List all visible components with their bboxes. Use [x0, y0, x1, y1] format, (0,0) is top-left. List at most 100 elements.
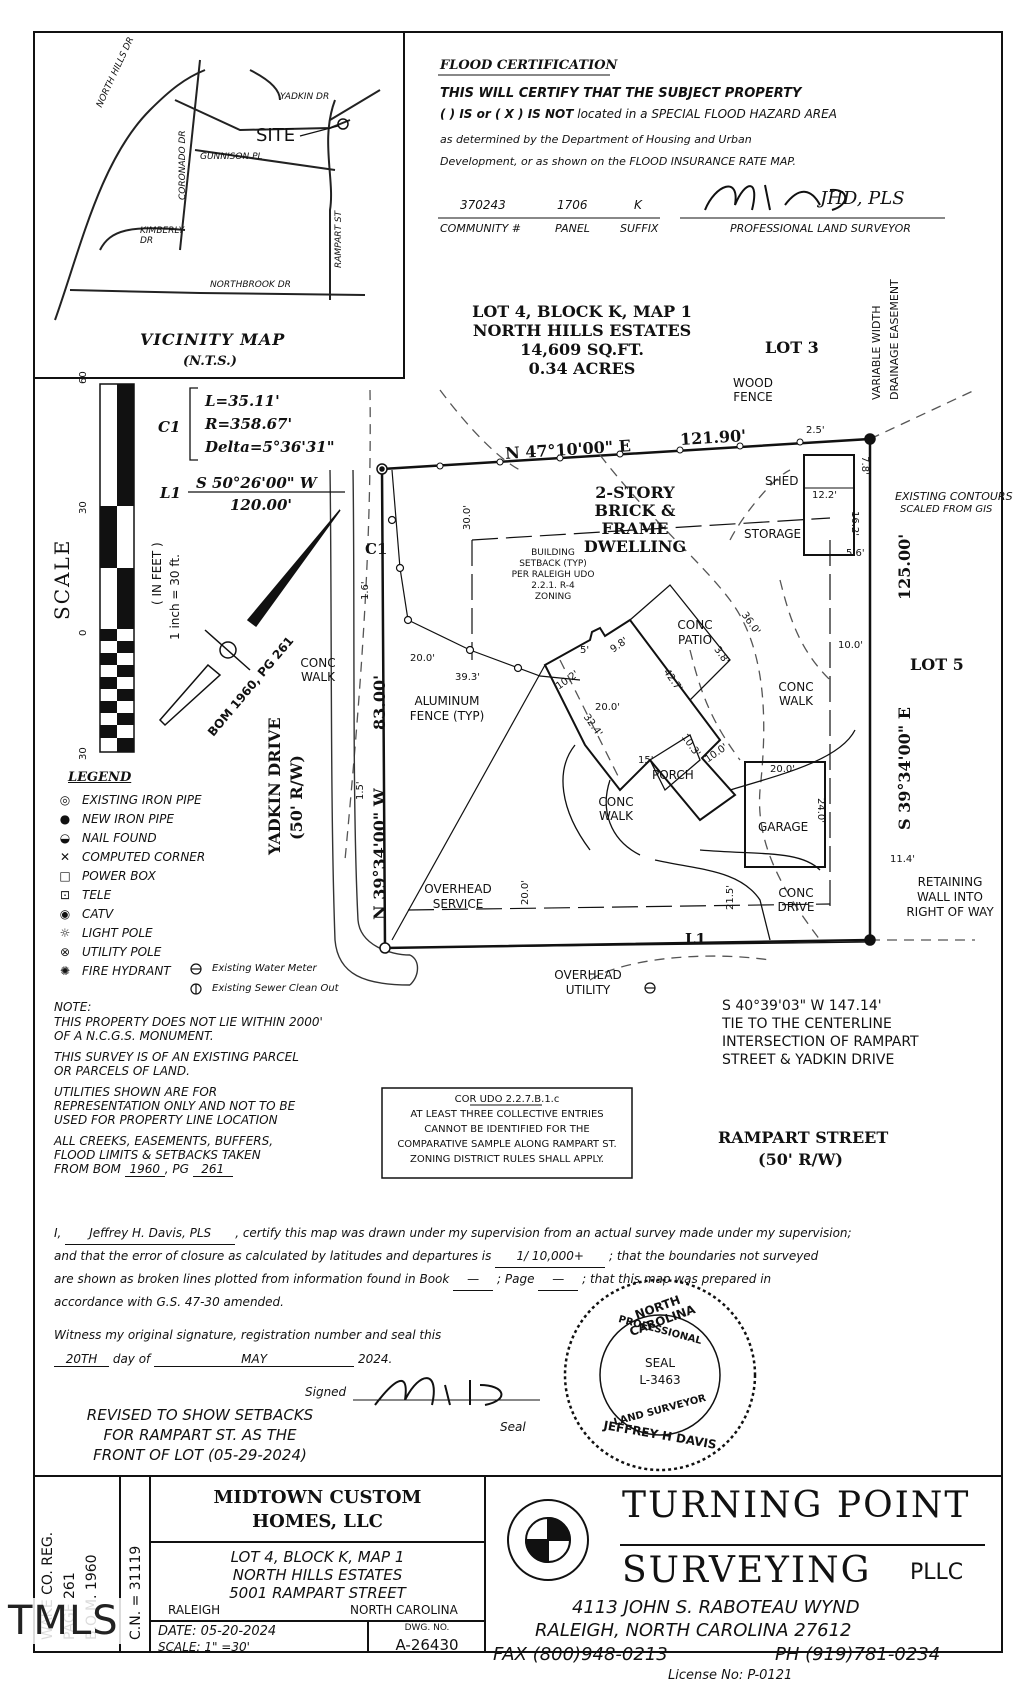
tie-note: S 40°39'03" W 147.14' TIE TO THE CENTERL… [722, 997, 962, 1069]
vicinity-subtitle: (N.T.S.) [183, 354, 237, 369]
legend-item: ✺FIRE HYDRANT [59, 964, 171, 978]
street-northbrook: NORTHBROOK DR [210, 280, 291, 290]
tie-line1: S 40°39'03" W 147.14' [722, 998, 882, 1014]
line-label: L1 [160, 484, 181, 502]
wood-fence-posts [436, 438, 804, 470]
note-4-pg: 261 [192, 1162, 233, 1177]
east-distance: 125.00' [895, 533, 914, 600]
dim-label: 5' [580, 645, 590, 656]
scale-label: SCALE [50, 538, 74, 620]
site-marker [337, 118, 349, 130]
overhead-service-label: OVERHEAD SERVICE [418, 882, 498, 912]
shed-label: SHED [765, 474, 799, 488]
scale-unit2: 1 inch = 30 ft. [168, 554, 182, 640]
retaining-wall-label: RETAINING WALL INTO RIGHT OF WAY [895, 875, 1005, 920]
line-bearing: S 50°26'00" W [196, 474, 317, 492]
dim-label: 21.5' [725, 884, 736, 910]
flood-community: 370243 [460, 198, 506, 212]
company-logo-icon [507, 1499, 589, 1581]
contours-line1: EXISTING CONTOURS [895, 490, 1013, 503]
setback-note: BUILDING SETBACK (TYP) PER RALEIGH UDO 2… [508, 548, 598, 603]
garage-label: GARAGE [758, 820, 809, 834]
lot-info-line2: NORTH HILLS ESTATES [472, 321, 692, 340]
legend-title: LEGEND [68, 770, 132, 785]
power-box-icon: □ [59, 869, 71, 883]
north-distance: 121.90' [679, 425, 747, 450]
note-1: THIS PROPERTY DOES NOT LIE WITHIN 2000' … [54, 1015, 323, 1043]
setback-line3: PER RALEIGH UDO [511, 570, 595, 580]
conc-walk-front: CONC WALK [598, 795, 634, 823]
legend-item: ⊡TELE [59, 888, 112, 902]
company-license: License No: P-0121 [668, 1668, 793, 1683]
light-pole-icon: ☼ [59, 926, 71, 940]
computed-corner-icon: ✕ [59, 850, 71, 864]
flood-suffix: K [634, 198, 642, 212]
witness-line: Witness my original signature, registrat… [54, 1328, 442, 1342]
overhead-service-line1: OVERHEAD [424, 882, 492, 896]
note-4: ALL CREEKS, EASEMENTS, BUFFERS, FLOOD LI… [54, 1134, 294, 1177]
legend-item: ⊗UTILITY POLE [59, 945, 162, 959]
flood-line1: THIS WILL CERTIFY THAT THE SUBJECT PROPE… [440, 86, 802, 101]
lot5-label: LOT 5 [910, 655, 964, 674]
overhead-utility-line1: OVERHEAD [554, 968, 622, 982]
legend-item: □POWER BOX [59, 869, 156, 883]
curve-label: C1 [158, 418, 181, 436]
seal-label: Seal [500, 1420, 526, 1434]
lot-info-line3: 14,609 SQ.FT. [520, 340, 644, 359]
setback-line1: BUILDING [531, 548, 575, 558]
flood-surveyor-label: PROFESSIONAL LAND SURVEYOR [730, 222, 911, 235]
scale-tick: 0 [78, 629, 89, 636]
line-on-plan: L1 [685, 930, 706, 948]
lot-info-line1: LOT 4, BLOCK K, MAP 1 [472, 302, 692, 321]
seal-number: L-3463 [639, 1373, 681, 1387]
survey-date: DATE: 05-20-2024 [158, 1624, 277, 1639]
wood-fence-label: WOOD FENCE [733, 376, 773, 404]
dim-label: 11.4' [890, 854, 916, 865]
aluminum-fence [387, 469, 581, 681]
storage-label: STORAGE [744, 527, 802, 541]
witness-month: MAY [154, 1352, 355, 1367]
street-yadkin: YADKIN DR [280, 92, 330, 102]
easement-line2: DRAINAGE EASEMENT [888, 279, 901, 400]
note-3: UTILITIES SHOWN ARE FOR REPRESENTATION O… [54, 1085, 296, 1127]
legend-item: ◎EXISTING IRON PIPE [59, 793, 202, 807]
lot3-label: LOT 3 [765, 338, 819, 357]
dim-label: 1.5' [355, 781, 366, 800]
patio-outline [629, 584, 731, 741]
note-4-text: ALL CREEKS, EASEMENTS, BUFFERS, FLOOD LI… [54, 1134, 274, 1176]
signed-label: Signed [305, 1385, 347, 1399]
setback-line4: 2.2.1. R-4 [531, 581, 575, 591]
retaining-line2: WALL INTO [917, 890, 983, 904]
survey-scale: SCALE: 1" =30' [158, 1640, 250, 1654]
book-value: — [453, 1268, 494, 1291]
new-iron-pipe-icon: ● [59, 812, 71, 826]
closure-ratio: 1/ 10,000+ [495, 1245, 606, 1268]
dwelling-footprint [543, 618, 737, 822]
revision-line1: REVISED TO SHOW SETBACKS [86, 1406, 314, 1424]
udo-line1: AT LEAST THREE COLLECTIVE ENTRIES [410, 1109, 604, 1120]
vicinity-roads [54, 59, 381, 321]
flood-panel-label: PANEL [555, 222, 590, 235]
dim-label: 10.0' [838, 640, 864, 651]
curve-radius: R=358.67' [205, 415, 293, 433]
signature [374, 1377, 503, 1406]
yadkin-rw-label: (50' R/W) [287, 755, 306, 840]
retaining-line1: RETAINING [917, 875, 983, 889]
company-address-1: 4113 JOHN S. RABOTEAU WYND [572, 1597, 860, 1618]
dim-label: 5.6' [846, 548, 865, 559]
property-city: RALEIGH [168, 1603, 221, 1617]
dwg-number: A-26430 [395, 1636, 459, 1654]
dim-label: 16.2' [849, 510, 861, 537]
company-name-2: SURVEYING [622, 1550, 872, 1591]
street-coronado: CORONADO DR [178, 130, 188, 200]
dim-label: 20.0' [520, 879, 531, 905]
setback-line2: SETBACK (TYP) [519, 559, 587, 569]
dim-label: 2.5' [806, 425, 825, 436]
tie-line3: INTERSECTION OF RAMPART [722, 1034, 919, 1050]
scale-tick: 30 [78, 747, 89, 760]
overhead-utility-line2: UTILITY [565, 983, 611, 997]
legend-item: ◉CATV [59, 907, 114, 921]
flood-panel: 1706 [557, 198, 588, 212]
easement-line1: VARIABLE WIDTH [870, 305, 883, 400]
